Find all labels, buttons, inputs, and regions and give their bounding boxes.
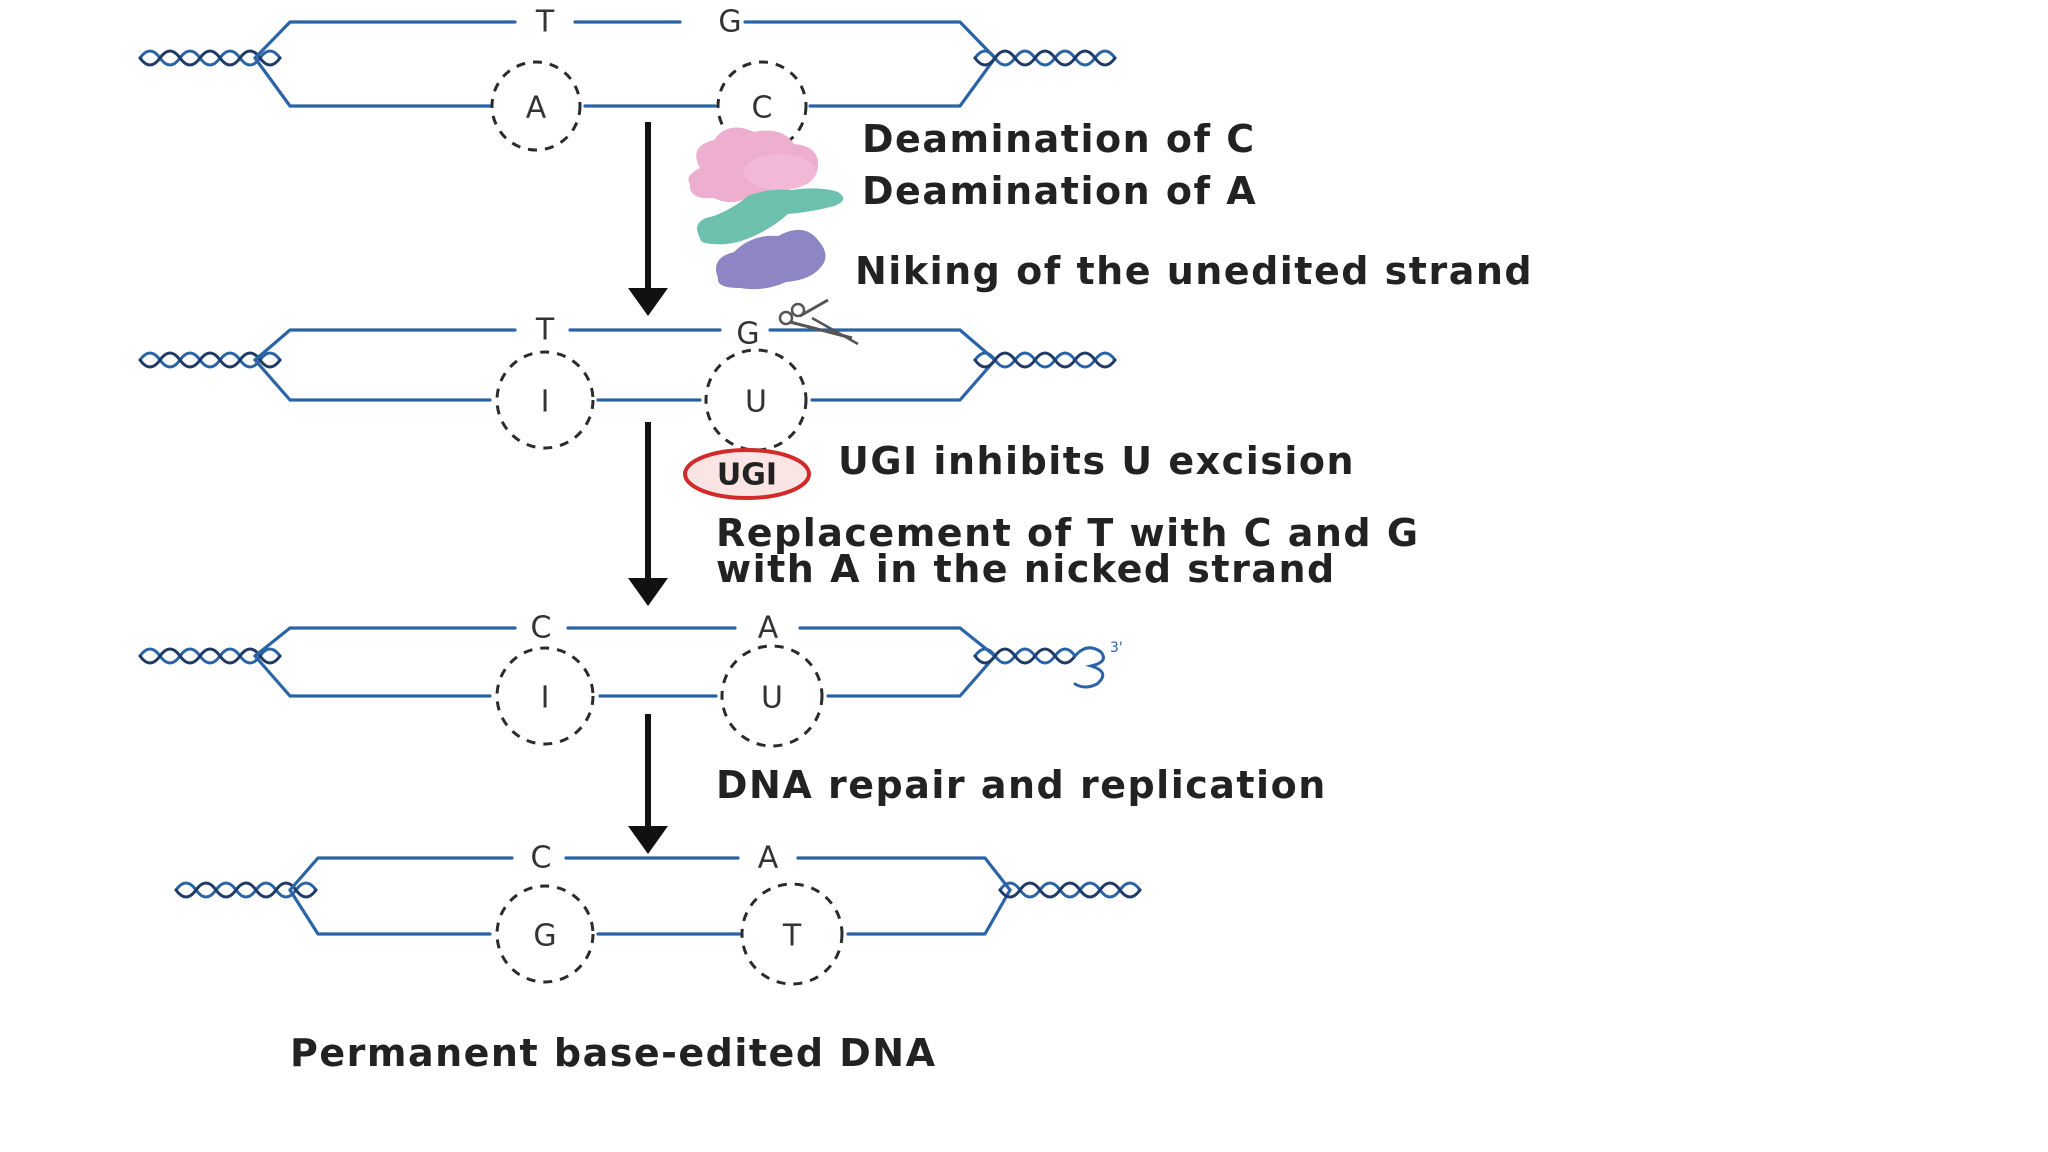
- bottom-base-2-ring: [720, 644, 824, 748]
- ugi-badge: UGI: [683, 448, 811, 500]
- bottom-base-1: G: [533, 919, 556, 954]
- bottom-base-1-ring: [495, 884, 595, 984]
- nickase-blob: [716, 229, 826, 290]
- top-strand: [253, 626, 997, 658]
- bottom-strand: [253, 358, 997, 402]
- step-repair: DNA repair and replication: [716, 763, 1327, 807]
- top-base-1: T: [535, 313, 555, 348]
- bottom-strand: [253, 654, 997, 698]
- step-ugi-inhibits: UGI inhibits U excision: [838, 439, 1355, 483]
- dna-row-3: 3' C A I U: [138, 611, 1123, 748]
- step-arrow-2: [628, 422, 668, 606]
- diagram-caption: Permanent base-edited DNA: [290, 1031, 937, 1075]
- bottom-base-2: T: [782, 919, 802, 954]
- step-arrow-1: [628, 122, 668, 316]
- right-helix-end: [998, 881, 1142, 899]
- right-helix-end: [973, 351, 1117, 369]
- step-arrow-3: [628, 714, 668, 854]
- step-replacement-line-1: Replacement of T with C and G: [716, 511, 1420, 555]
- bottom-base-2-ring: [704, 348, 808, 452]
- top-base-2: G: [736, 317, 759, 352]
- bottom-base-1: I: [541, 385, 550, 420]
- scissors-icon: [778, 298, 859, 346]
- three-prime-label: 3': [1110, 640, 1123, 656]
- step-replacement-line-2: with A in the nicked strand: [716, 547, 1336, 591]
- bottom-strand: [253, 56, 997, 108]
- top-base-1: C: [531, 611, 552, 646]
- ugi-badge-label: UGI: [717, 458, 777, 493]
- top-base-2: G: [718, 5, 741, 40]
- dna-row-2: T G I U: [138, 298, 1117, 452]
- bottom-strand: [288, 888, 1012, 936]
- top-base-2: A: [758, 611, 779, 646]
- bottom-base-2: U: [761, 681, 783, 716]
- top-base-1: T: [535, 5, 555, 40]
- top-base-1: C: [531, 841, 552, 876]
- top-strand: [288, 856, 1012, 892]
- top-strand: [253, 328, 997, 362]
- right-helix-end: [973, 49, 1117, 67]
- bottom-base-1-ring: [495, 350, 595, 450]
- right-helix-end: [973, 646, 1105, 689]
- bottom-base-2: U: [745, 385, 767, 420]
- bottom-base-1: I: [541, 681, 550, 716]
- dna-row-4: C A G T: [174, 841, 1142, 986]
- step-deamination-a: Deamination of A: [862, 169, 1257, 213]
- left-helix-end: [174, 881, 318, 899]
- top-strand: [253, 20, 997, 60]
- top-base-2: A: [758, 841, 779, 876]
- deaminase-c-blob: [688, 127, 818, 203]
- bottom-base-2-ring: [740, 882, 844, 986]
- bottom-base-2: C: [752, 91, 773, 126]
- step-nicking: Niking of the unedited strand: [855, 249, 1533, 293]
- deaminase-a-blob: [697, 188, 844, 245]
- dna-row-1: T G A C: [138, 5, 1117, 152]
- step-deamination-c: Deamination of C: [862, 117, 1256, 161]
- bottom-base-1-ring: [490, 60, 582, 152]
- bottom-base-1-ring: [495, 646, 595, 746]
- bottom-base-1: A: [526, 91, 547, 126]
